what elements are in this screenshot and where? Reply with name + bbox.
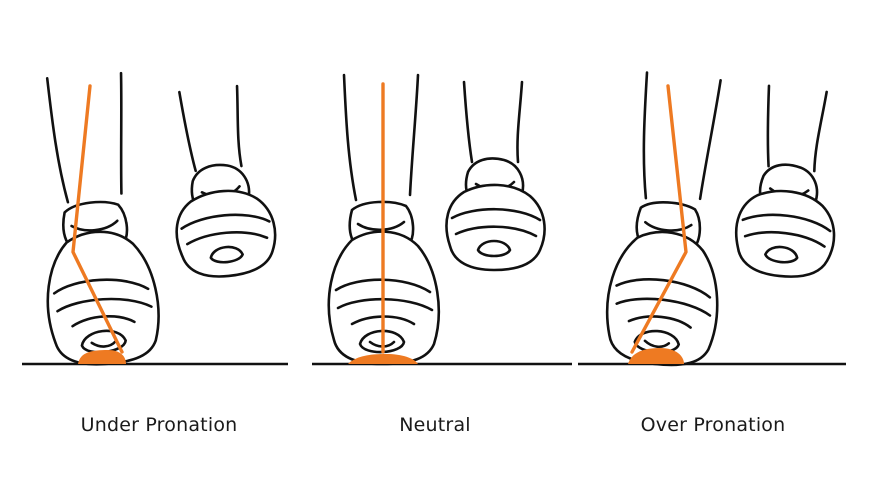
alignment-line: [71, 84, 124, 354]
label-over-pronation: Over Pronation: [640, 414, 786, 436]
panel-under-pronation: [22, 70, 288, 370]
swing-foot: [160, 82, 281, 283]
pressure-area: [78, 350, 126, 364]
planted-foot: [30, 70, 164, 370]
panel-over-pronation: [578, 69, 851, 372]
label-neutral: Neutral: [399, 414, 471, 436]
pressure-area: [348, 354, 418, 364]
swing-foot: [730, 82, 851, 283]
panel-neutral: [312, 73, 572, 366]
label-under-pronation: Under Pronation: [80, 414, 238, 436]
swing-foot: [445, 80, 546, 272]
alignment-line: [630, 84, 688, 354]
pressure-area: [628, 348, 684, 364]
